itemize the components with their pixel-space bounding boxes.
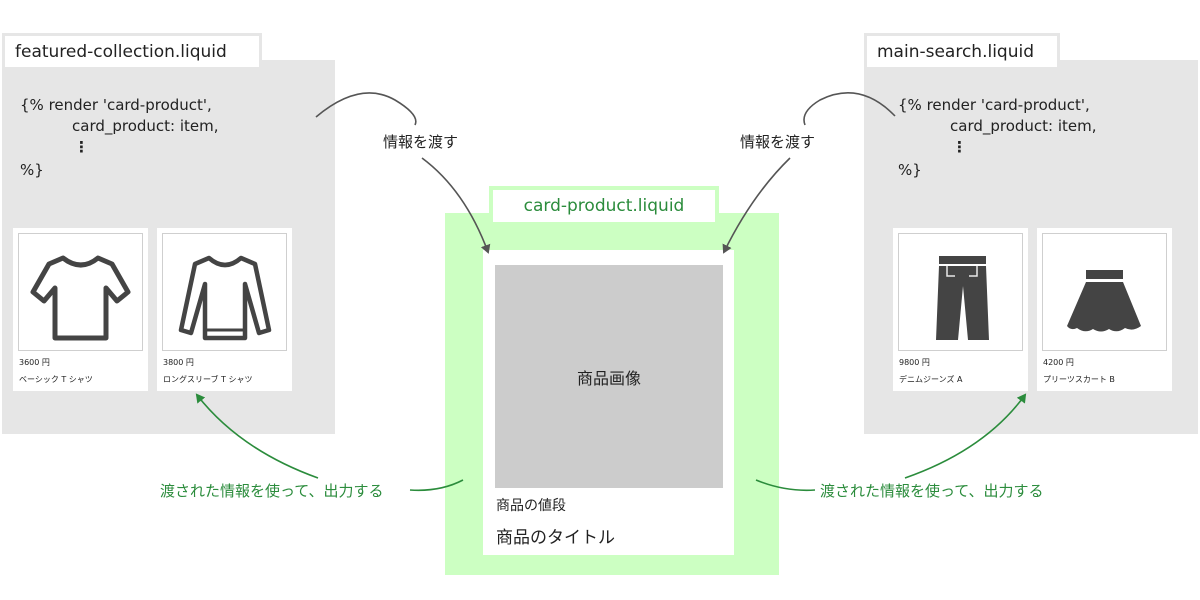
right-code-line-3: ⋮ <box>952 138 967 156</box>
right-code-line-4: %} <box>898 161 922 179</box>
left-code-line-2: card_product: item, <box>72 117 219 135</box>
product-price: 3600 円 <box>19 358 50 367</box>
pass-info-label-left: 情報を渡す <box>383 133 459 151</box>
product-card-tshirt[interactable]: 3600 円 ベーシック T シャツ <box>13 228 148 391</box>
product-card-jeans[interactable]: 9800 円 デニムジーンズ A <box>893 228 1028 391</box>
center-filename-tab: card-product.liquid <box>489 186 719 222</box>
left-code-line-4: %} <box>20 161 44 179</box>
pass-arrow-right <box>803 92 896 126</box>
pass-arrow-left-lower <box>421 157 491 254</box>
pass-arrow-left <box>315 92 417 126</box>
right-filename-tab: main-search.liquid <box>864 33 1060 67</box>
right-code-line-1: {% render 'card-product', <box>898 96 1090 114</box>
use-arrow-right-upper <box>904 393 1027 479</box>
product-title: ロングスリーブ T シャツ <box>163 375 253 384</box>
product-card-longsleeve[interactable]: 3800 円 ロングスリーブ T シャツ <box>157 228 292 391</box>
pass-arrow-right-lower <box>722 157 791 254</box>
product-title: デニムジーンズ A <box>899 375 963 384</box>
jeans-icon <box>936 256 989 340</box>
product-image <box>1042 233 1167 351</box>
left-filename-tab: featured-collection.liquid <box>2 33 262 67</box>
product-image <box>18 233 143 351</box>
product-title: ベーシック T シャツ <box>19 375 93 384</box>
product-price: 4200 円 <box>1043 358 1074 367</box>
pass-info-label-right: 情報を渡す <box>740 133 816 151</box>
use-info-label-left: 渡された情報を使って、出力する <box>160 482 384 500</box>
product-price-placeholder: 商品の値段 <box>496 498 566 514</box>
left-code-line-1: {% render 'card-product', <box>20 96 212 114</box>
product-image-placeholder: 商品画像 <box>495 265 723 488</box>
product-card-skirt[interactable]: 4200 円 プリーツスカート B <box>1037 228 1172 391</box>
product-price: 9800 円 <box>899 358 930 367</box>
tshirt-icon <box>30 255 131 341</box>
left-code-line-3: ⋮ <box>74 138 89 156</box>
product-price: 3800 円 <box>163 358 194 367</box>
right-code-line-2: card_product: item, <box>950 117 1097 135</box>
use-info-label-right: 渡された情報を使って、出力する <box>820 482 1044 500</box>
use-arrow-right <box>755 479 816 492</box>
product-title: プリーツスカート B <box>1043 375 1115 384</box>
product-image <box>162 233 287 351</box>
use-arrow-left-upper <box>195 393 319 479</box>
product-image <box>898 233 1023 351</box>
use-arrow-left <box>409 479 464 492</box>
longsleeve-icon <box>178 255 272 341</box>
product-title-placeholder: 商品のタイトル <box>496 528 615 548</box>
skirt-icon <box>1067 270 1141 332</box>
